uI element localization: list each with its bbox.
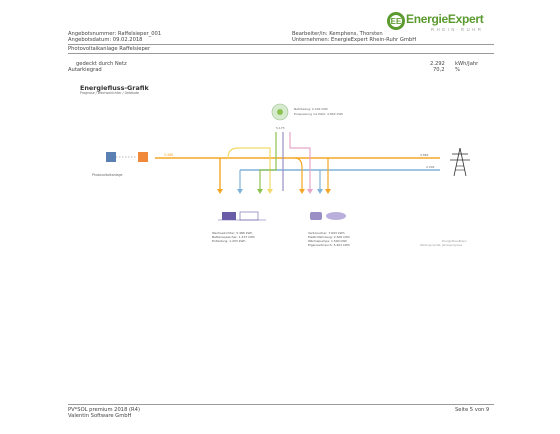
arrow-5 [299, 189, 305, 194]
arrow-1 [217, 189, 223, 194]
right-value: 4.862 [420, 153, 429, 157]
logo-subtitle: RHEIN·RUHR [431, 27, 484, 32]
consumer-text-3: Wärmepumpe: 1.500 kWh [308, 239, 347, 243]
yellow-branch [227, 147, 271, 191]
car-icon [326, 212, 346, 220]
svg-text:EE: EE [391, 17, 402, 26]
software-name: PV*SOL premium 2018 (R4) [68, 407, 140, 413]
top-value: 5.173 [276, 126, 285, 130]
offer-number: Angebotsnummer: Raffelsieper_001 [68, 31, 162, 37]
software-vendor: Valentin Software GmbH [68, 413, 132, 419]
consumer-text-2: Elektrofahrzeug: 2.500 kWh [308, 235, 350, 239]
editor: Bearbeiter/in: Kemphens, Thorsten [292, 31, 383, 37]
arrow-2 [237, 189, 243, 194]
summary-label-grid: gedeckt durch Netz [76, 61, 127, 67]
page-number: Seite 5 von 9 [455, 407, 490, 413]
diagram-note-1: Energiefluss-Bilanz [442, 239, 467, 243]
summary-unit-grid: kWh/Jahr [455, 61, 479, 67]
company-logo: EE EnergieExpert RHEIN·RUHR [384, 10, 494, 38]
grid-tower-icon [450, 147, 470, 177]
inverter-text-3: Entladung: 1.203 kWh [212, 239, 245, 243]
logo-name: EnergieExpert [406, 12, 484, 26]
company: Unternehmen: EnergieExpert Rhein-Ruhr Gm… [292, 37, 417, 43]
top-label-1: Netzbezug: 2.292 kWh [294, 107, 328, 111]
consumer-text-4: Eigenverbrauch: 5.401 kWh [308, 243, 350, 247]
diagram-title: Energiefluss-Grafik [80, 84, 149, 92]
green-branch [259, 132, 277, 191]
summary-label-autarky: Autarkiegrad [68, 67, 102, 73]
left-value: 5.486 [164, 153, 173, 157]
arrow-4 [267, 189, 273, 194]
pv-module-icon [106, 152, 116, 162]
inverter-icon [138, 152, 148, 162]
project-title: Photovoltaikanlage Raffelsieper [68, 46, 151, 52]
arrow-8 [325, 189, 331, 194]
summary-value-autarky: 70,2 [433, 67, 445, 73]
arrow-6 [307, 189, 313, 194]
arrow-3 [257, 189, 263, 194]
summary-unit-autarky: % [455, 67, 460, 73]
offer-date: Angebotsdatum: 09.02.2018 [68, 37, 143, 43]
diagram-subtitle: Prognose / Wechselrichter / Gebäude [80, 91, 139, 95]
project-divider [68, 53, 494, 54]
inverter-text-2: Batteriespeicher: 1.337 kWh [212, 235, 255, 239]
arrow-7 [317, 189, 323, 194]
footer-divider [68, 404, 494, 405]
top-label-2: Einspeisung ins Netz: 4.862 kWh [294, 112, 343, 116]
pink-branch [289, 132, 311, 191]
house-icon [310, 212, 322, 220]
diagram-note-2: Werte gerundet, Jahresprognose [420, 243, 462, 247]
consumer-text-1: Verbraucher: 7.693 kWh [308, 231, 345, 235]
summary-value-grid: 2.292 [430, 61, 445, 67]
orange-branch-2 [294, 157, 303, 191]
right-value-2: 2.292 [426, 165, 435, 169]
inverter-text-1: Wechselrichter: 5.486 kWh [212, 231, 252, 235]
battery-icon [222, 212, 236, 220]
energy-flow-diagram: Photovoltaikanlage 5.486 Netzbezug: 2.29… [92, 103, 470, 247]
logo-mark-icon: EE [387, 12, 405, 30]
header-divider [68, 44, 494, 45]
pv-label: Photovoltaikanlage [92, 173, 123, 177]
battery-storage-icon [239, 211, 259, 221]
